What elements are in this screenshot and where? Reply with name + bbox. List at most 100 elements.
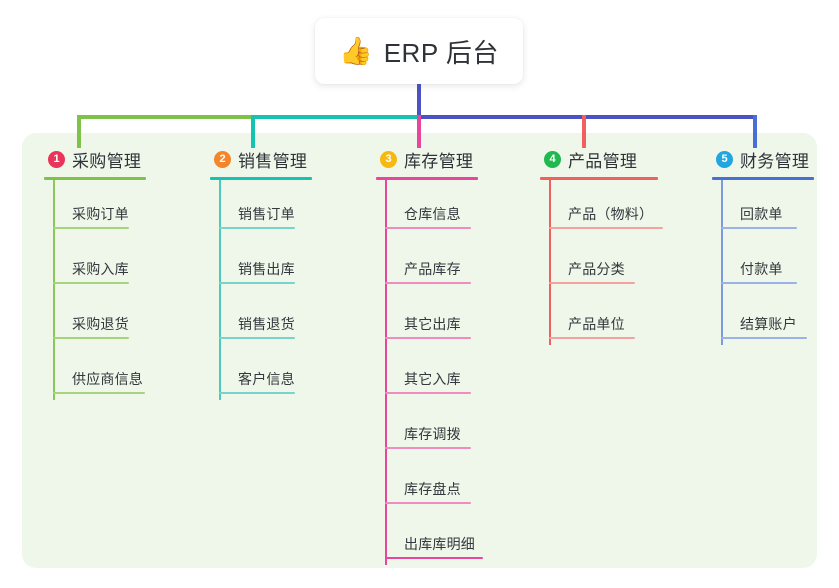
list-item-rule [219,227,295,229]
list-item-label: 采购订单 [72,206,129,222]
list-item-rule [53,392,145,394]
list-item[interactable]: 出库库明细 [385,510,531,565]
list-item[interactable]: 仓库信息 [385,180,531,235]
branch-items-5: 回款单 付款单 结算账户 [721,180,839,345]
branch-items-3: 仓库信息 产品库存 其它出库 其它入库 库存调拨 库存盘点 [385,180,531,565]
list-item-label: 采购退货 [72,316,129,332]
thumbs-up-icon: 👍 [339,35,373,66]
list-item-rule [385,557,483,559]
branch-header-2[interactable]: 2 销售管理 [210,146,360,172]
root-node[interactable]: 👍 ERP 后台 [315,18,523,84]
list-item-rule [219,337,295,339]
branch-badge-3: 3 [380,150,397,168]
list-item[interactable]: 销售退货 [219,290,360,345]
branch-spine-5 [721,180,723,345]
list-item-rule [385,447,471,449]
branch-header-4[interactable]: 4 产品管理 [540,146,700,172]
list-item[interactable]: 其它入库 [385,345,531,400]
branch-badge-1: 1 [48,150,65,168]
branch-rule-3 [376,177,478,180]
branch-column-3: 3 库存管理 仓库信息 产品库存 其它出库 其它入库 库存调拨 [376,146,531,565]
list-item-rule [721,282,797,284]
list-item[interactable]: 库存盘点 [385,455,531,510]
list-item-rule [385,502,471,504]
list-item[interactable]: 回款单 [721,180,839,235]
diagram-canvas [22,133,817,568]
branch-column-1: 1 采购管理 采购订单 采购入库 采购退货 供应商信息 [44,146,194,400]
list-item-label: 销售出库 [238,261,295,277]
list-item-rule [219,392,295,394]
list-item-label: 仓库信息 [404,206,461,222]
branch-header-1[interactable]: 1 采购管理 [44,146,194,172]
list-item-label: 其它出库 [404,316,461,332]
list-item-rule [721,227,797,229]
list-item-rule [549,227,663,229]
list-item-label: 客户信息 [238,371,295,387]
list-item[interactable]: 销售出库 [219,235,360,290]
list-item-label: 产品单位 [568,316,625,332]
branch-spine-4 [549,180,551,345]
list-item-rule [53,282,129,284]
branch-column-2: 2 销售管理 销售订单 销售出库 销售退货 客户信息 [210,146,360,400]
branch-title-2: 销售管理 [238,151,308,171]
branch-badge-5: 5 [716,150,733,168]
branch-column-4: 4 产品管理 产品（物料） 产品分类 产品单位 [540,146,700,345]
branch-rule-4 [540,177,658,180]
list-item-rule [549,282,635,284]
list-item[interactable]: 客户信息 [219,345,360,400]
branch-rule-5 [712,177,814,180]
branch-header-3[interactable]: 3 库存管理 [376,146,531,172]
list-item[interactable]: 供应商信息 [53,345,194,400]
branch-badge-2: 2 [214,150,231,168]
list-item-rule [53,227,129,229]
branch-items-2: 销售订单 销售出库 销售退货 客户信息 [219,180,360,400]
list-item-label: 结算账户 [740,316,797,332]
list-item[interactable]: 库存调拨 [385,400,531,455]
branch-column-5: 5 财务管理 回款单 付款单 结算账户 [712,146,839,345]
list-item-label: 出库库明细 [404,536,475,552]
branch-spine-2 [219,180,221,400]
list-item[interactable]: 采购订单 [53,180,194,235]
branch-title-5: 财务管理 [740,151,810,171]
branch-items-1: 采购订单 采购入库 采购退货 供应商信息 [53,180,194,400]
branch-spine-1 [53,180,55,400]
list-item-label: 产品（物料） [568,206,654,222]
list-item[interactable]: 其它出库 [385,290,531,345]
list-item[interactable]: 产品分类 [549,235,700,290]
list-item[interactable]: 采购退货 [53,290,194,345]
list-item[interactable]: 结算账户 [721,290,839,345]
list-item[interactable]: 销售订单 [219,180,360,235]
list-item[interactable]: 产品单位 [549,290,700,345]
list-item[interactable]: 采购入库 [53,235,194,290]
branch-title-4: 产品管理 [568,151,638,171]
list-item-rule [385,282,471,284]
list-item[interactable]: 产品库存 [385,235,531,290]
branch-items-4: 产品（物料） 产品分类 产品单位 [549,180,700,345]
list-item[interactable]: 产品（物料） [549,180,700,235]
list-item-label: 库存调拨 [404,426,461,442]
list-item-label: 产品库存 [404,261,461,277]
branch-title-3: 库存管理 [404,151,474,171]
branch-header-5[interactable]: 5 财务管理 [712,146,839,172]
branch-rule-1 [44,177,146,180]
branch-spine-3 [385,180,387,565]
list-item-label: 付款单 [740,261,783,277]
list-item-label: 销售订单 [238,206,295,222]
list-item-rule [549,337,635,339]
list-item-rule [721,337,807,339]
list-item-rule [385,337,471,339]
branch-badge-4: 4 [544,150,561,168]
list-item-rule [53,337,129,339]
list-item-label: 采购入库 [72,261,129,277]
list-item-label: 产品分类 [568,261,625,277]
list-item[interactable]: 付款单 [721,235,839,290]
list-item-rule [219,282,295,284]
branch-title-1: 采购管理 [72,151,142,171]
list-item-label: 回款单 [740,206,783,222]
branch-rule-2 [210,177,312,180]
list-item-label: 供应商信息 [72,371,143,387]
list-item-label: 销售退货 [238,316,295,332]
list-item-rule [385,227,471,229]
list-item-label: 其它入库 [404,371,461,387]
